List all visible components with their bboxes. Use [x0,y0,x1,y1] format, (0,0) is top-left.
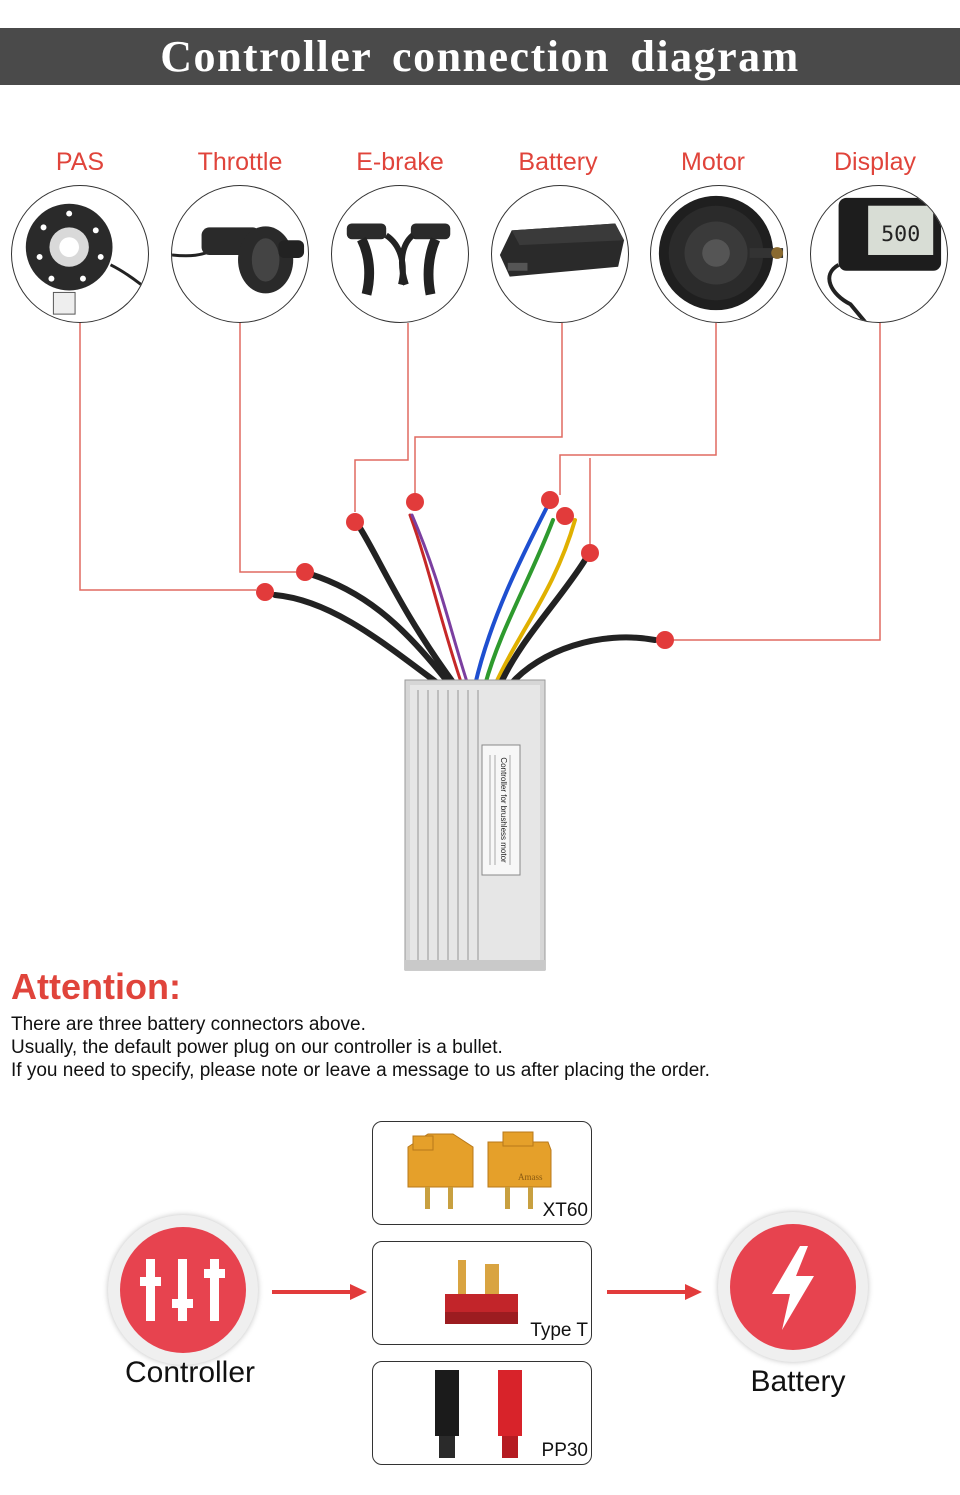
cable-connectors [256,491,674,649]
pas-sensor-icon [11,185,149,323]
attention-line-2: Usually, the default power plug on our c… [11,1037,503,1059]
cable-bundle [275,505,655,685]
connector-label-type-t: Type T [529,1320,589,1342]
connector-pp30: PP30 [372,1361,592,1465]
connector-xt60: Amass XT60 [372,1121,592,1225]
connector-label-xt60: XT60 [542,1200,589,1222]
lightning-icon [730,1224,856,1350]
controller-unit: Controller for brushless motor [405,680,545,970]
pas-line [80,323,256,590]
battery-line [415,323,562,497]
lcd-display-icon: 500 [810,185,948,323]
svg-text:500: 500 [881,222,920,247]
battery-badge [718,1212,868,1362]
controller-badge [108,1215,258,1365]
battery-pack-icon [491,185,629,323]
connection-lines [80,323,880,640]
brake-levers-icon [331,185,469,323]
controller-sticker-text: Controller for brushless motor [499,757,508,863]
controller-label: Controller [80,1356,300,1390]
hub-motor-icon [650,185,788,323]
attention-line-1: There are three battery connectors above… [11,1014,366,1036]
connector-label-pp30: PP30 [541,1440,589,1462]
attention-line-3: If you need to specify, please note or l… [11,1060,710,1082]
throttle-icon [171,185,309,323]
attention-title: Attention: [11,966,181,1008]
ebrake-line [355,323,408,512]
arrow-right-icon [272,1282,367,1302]
connector-type-t: Type T [372,1241,592,1345]
sliders-icon [120,1227,246,1353]
display-line [665,323,880,640]
motor-line-1 [560,323,716,495]
battery-label: Battery [688,1365,908,1399]
throttle-line [240,323,296,572]
arrow-right-icon [607,1282,702,1302]
xt60-stamp: Amass [518,1172,543,1182]
wiring-diagram: Controller for brushless motor [0,0,960,980]
